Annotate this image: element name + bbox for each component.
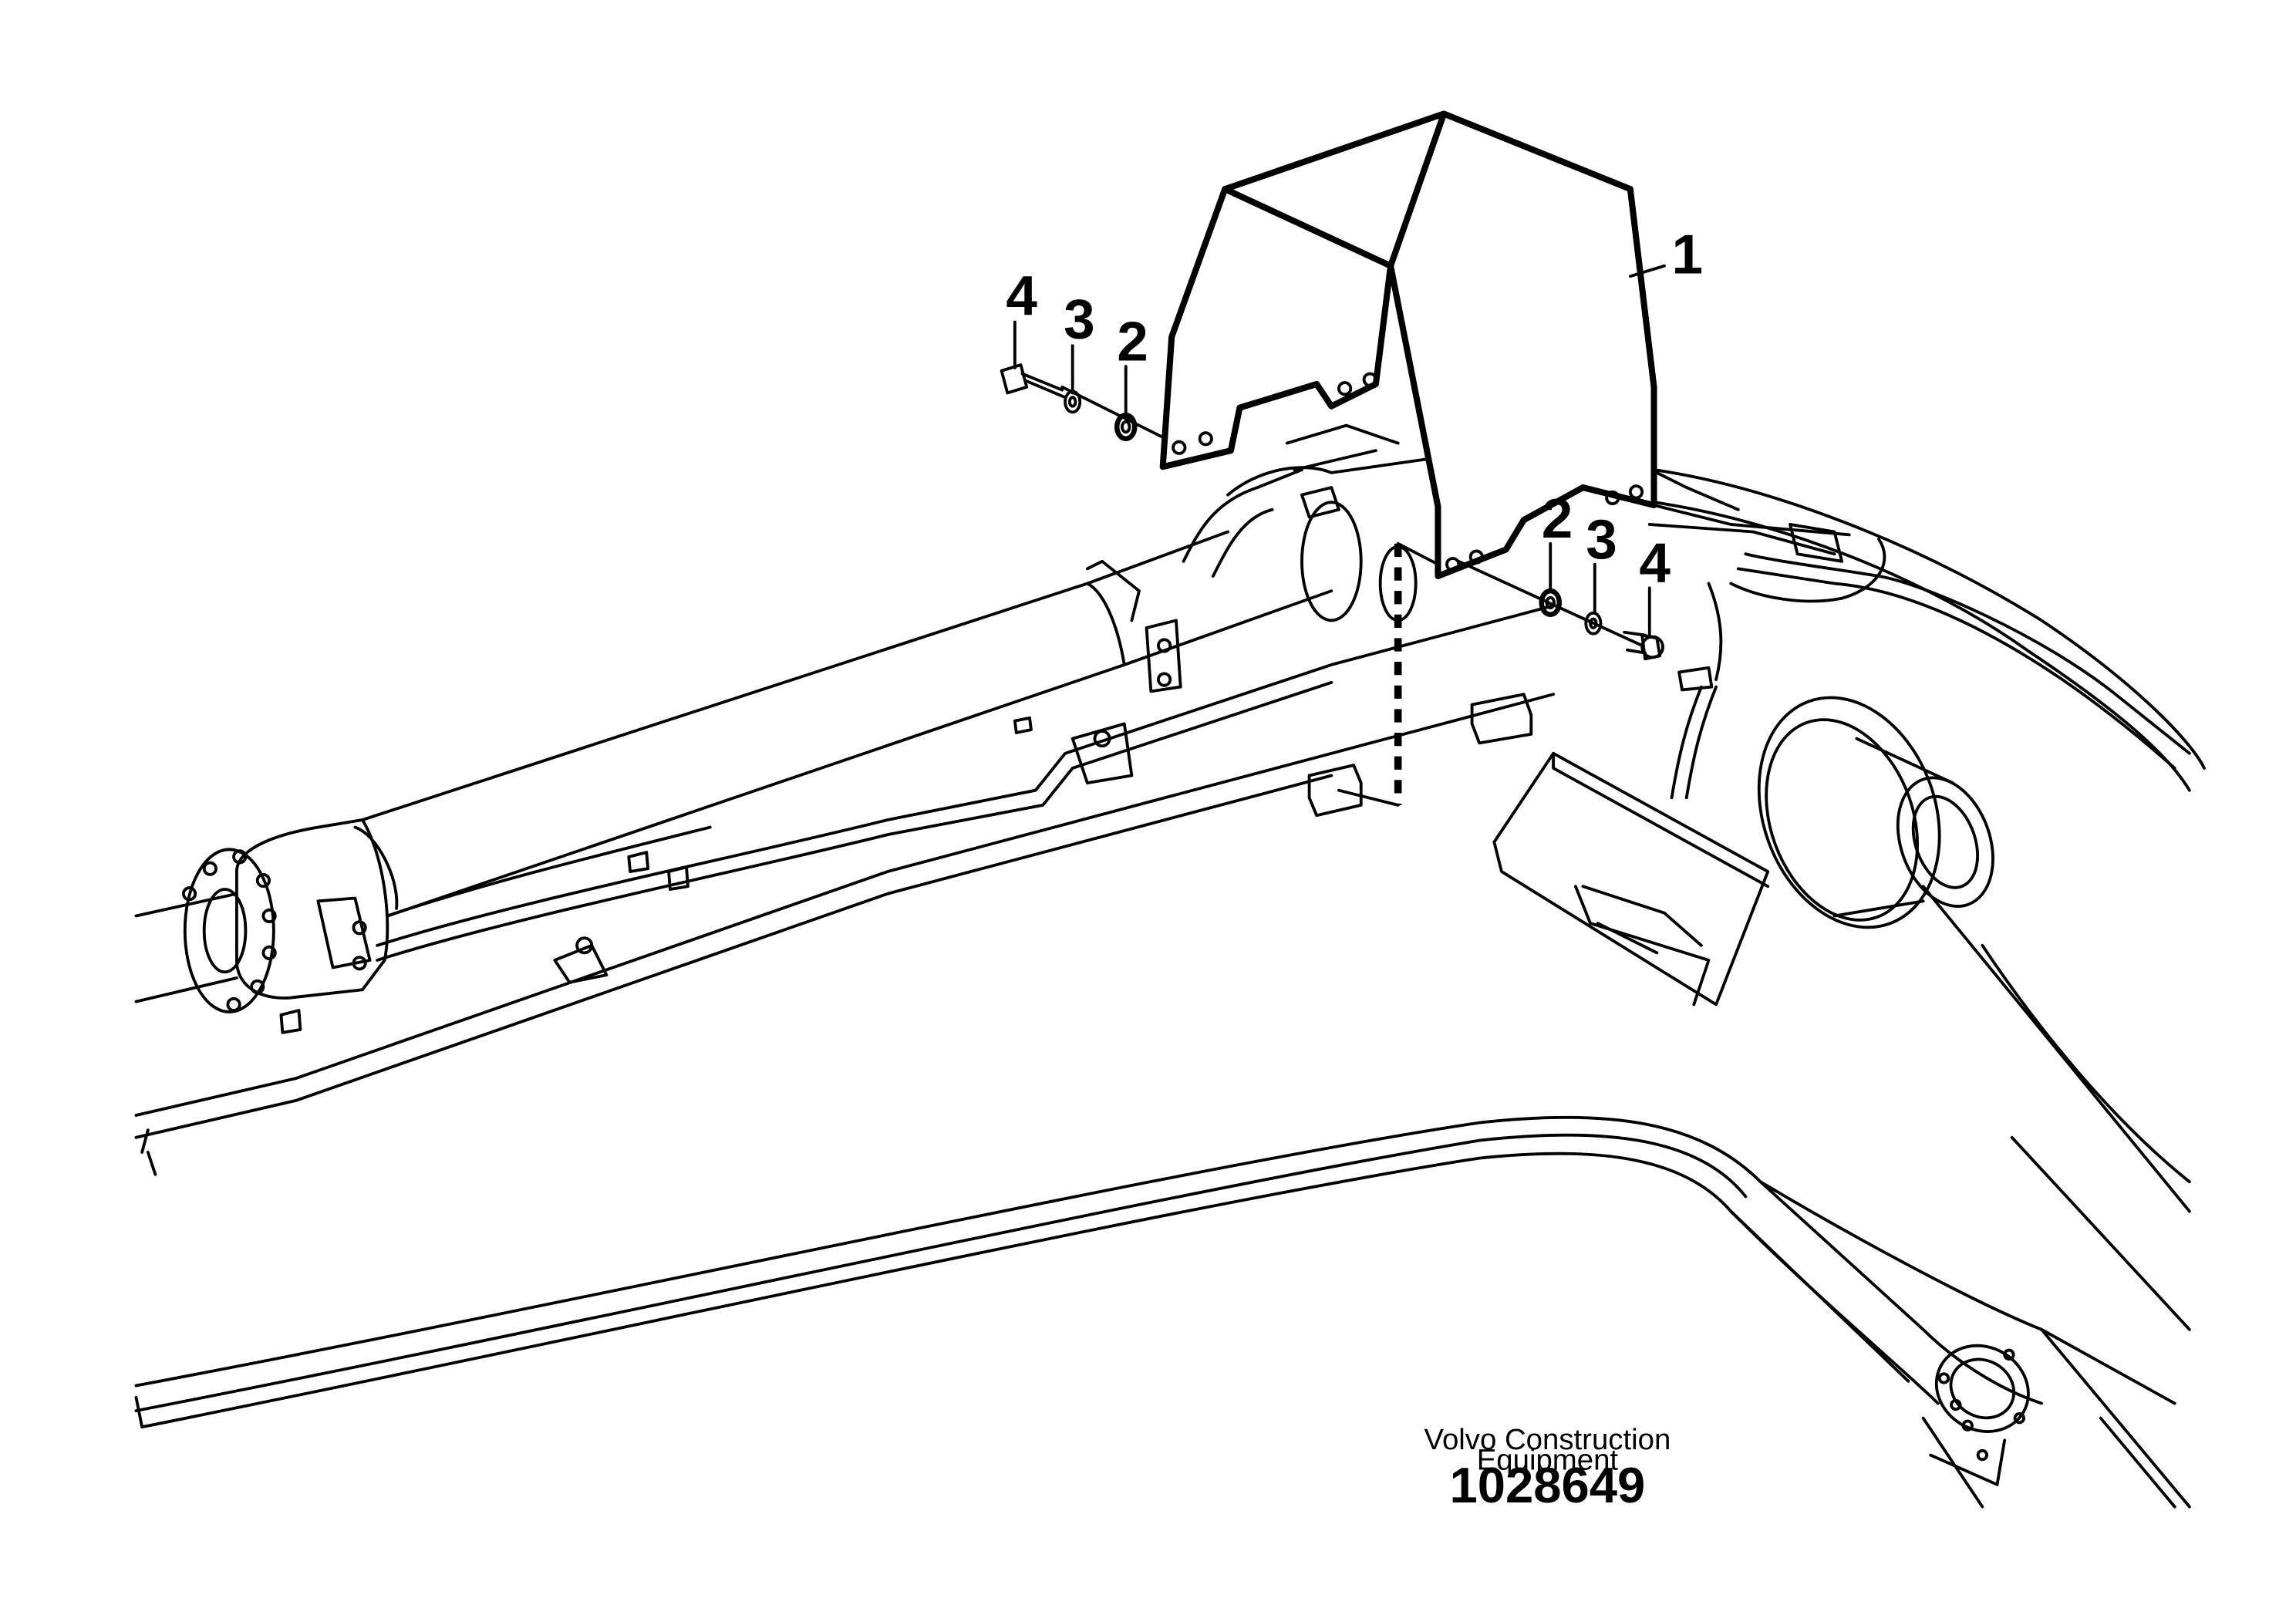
hydraulic-cylinder xyxy=(134,530,1333,1013)
fastener-set-upper xyxy=(1000,363,1165,442)
callout-4-upper: 4 xyxy=(1006,265,1037,327)
manufacturer-line-2: Equipment xyxy=(1477,1444,1619,1477)
clamp-blocks xyxy=(279,619,1533,1034)
protective-shield xyxy=(1159,110,1657,579)
fastener-set-lower xyxy=(1457,559,1664,661)
callout-2-upper: 2 xyxy=(1117,310,1148,373)
callout-3-upper: 3 xyxy=(1064,288,1095,351)
boom-structure xyxy=(134,1115,2191,1509)
callout-numbers: 1 2 3 4 2 3 4 xyxy=(1006,223,1703,594)
manufacturer-line-1: Volvo Construction xyxy=(1424,1423,1671,1456)
callout-2-lower: 2 xyxy=(1542,487,1573,550)
callout-1: 1 xyxy=(1672,223,1704,285)
assembly-guide-line xyxy=(1337,541,1440,807)
hoses xyxy=(1640,470,2191,800)
callout-3-lower: 3 xyxy=(1586,508,1617,571)
title-block: Volvo Construction Equipment 1028649 xyxy=(1424,1423,1671,1513)
lower-cylinder xyxy=(1921,1327,2176,1509)
boom-arm xyxy=(1652,468,2206,1331)
mounting-block xyxy=(1492,751,1770,1007)
callout-4-lower: 4 xyxy=(1639,532,1671,595)
callout-leaders xyxy=(1013,264,1666,637)
drawing-number: 1028649 xyxy=(1449,1457,1645,1513)
